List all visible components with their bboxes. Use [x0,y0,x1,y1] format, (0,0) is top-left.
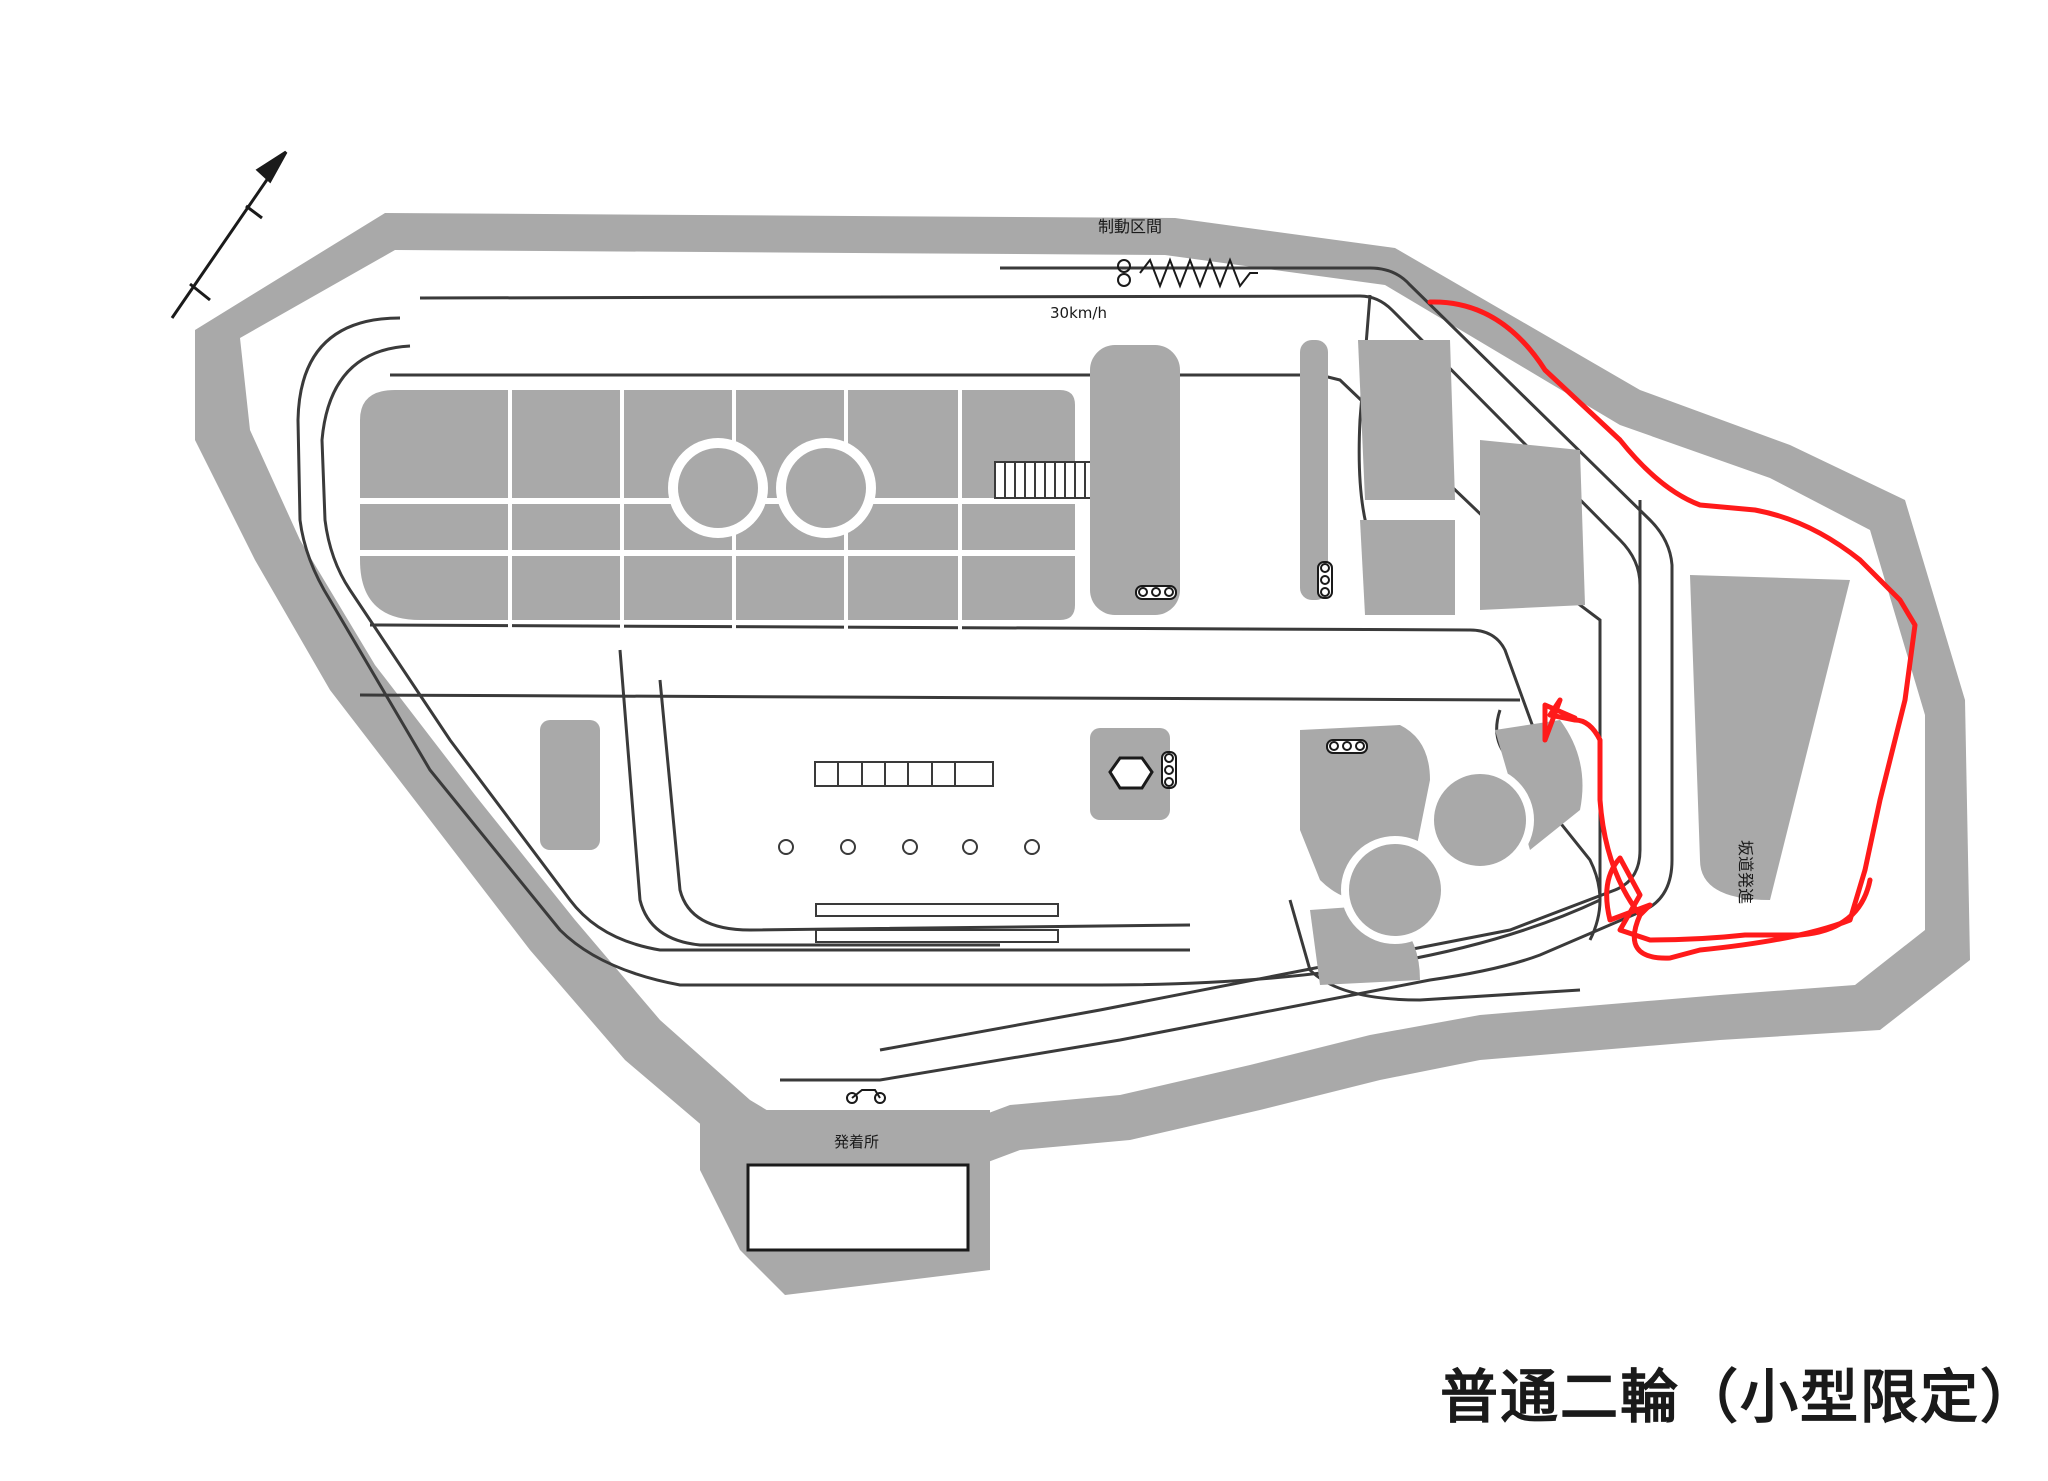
inner-road-lines [359,294,1642,1002]
slope-start-area: 坂道発進 [1690,575,1850,904]
route-highlight [1427,299,1918,961]
speed-limit-label: 30km/h [1050,304,1107,322]
departure-building [746,1163,970,1252]
balance-beam [815,903,1059,943]
roundabouts-lower [1341,766,1534,944]
departure-point-label: 発着所 [834,1133,879,1151]
motorcycle-icon [846,1089,886,1104]
hexagon-marker-icon [1108,756,1154,790]
braking-zigzag [1117,257,1258,289]
braking-section: 制動区間 [1098,217,1258,289]
slalom-course [778,839,1040,855]
roundabouts-upper [678,448,866,528]
north-arrow-icon [170,150,288,319]
sheet-title: 普通二輪（小型限定） [1440,1363,2041,1431]
traffic-light-icon [1135,561,1368,789]
braking-section-label: 制動区間 [1098,217,1162,236]
crank-course [814,761,994,787]
slope-start-label: 坂道発進 [1736,840,1755,904]
block-group-center [1090,340,1585,615]
